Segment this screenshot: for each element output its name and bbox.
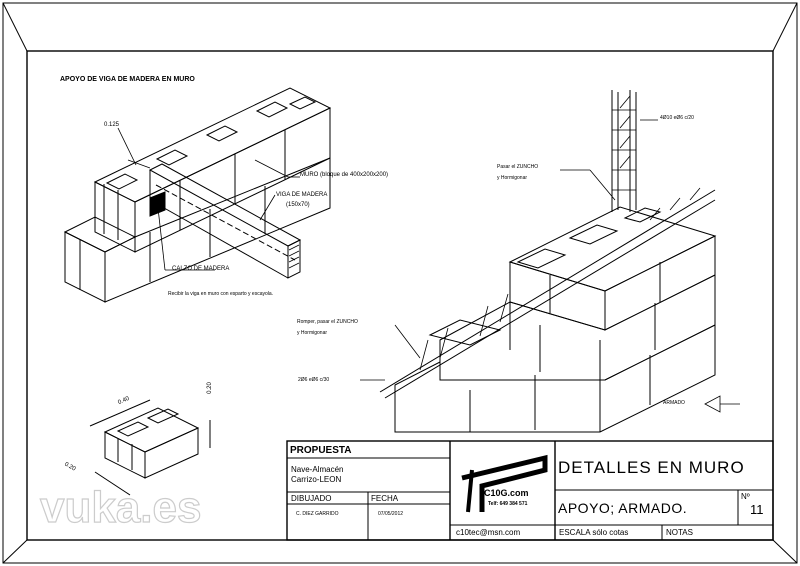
reinforcement-detail: [379, 90, 717, 433]
label-romper-1: Romper, pasar el ZUNCHO: [297, 319, 358, 325]
label-pasar-2: y Hormigonar: [497, 175, 528, 181]
label-rebar-low: 2Ø6 eØ6 c/30: [298, 377, 330, 383]
label-romper-2: y Hormigonar: [297, 330, 328, 336]
leaders-2: [360, 119, 740, 413]
email: c10tec@msn.com: [456, 528, 521, 537]
dibujado-label: DIBUJADO: [291, 494, 332, 503]
dim-block-020-v: 0.20: [206, 382, 213, 394]
label-calzo: CALZO DE MADERA: [172, 266, 230, 272]
dibujado-value: C. DIEZ GARRIDO: [296, 511, 339, 517]
escala-label: ESCALA sólo cotas: [559, 528, 629, 537]
propuesta-label: PROPUESTA: [290, 445, 352, 456]
obra-line-1: Nave-Almacén: [291, 465, 344, 474]
label-viga-1: VIGA DE MADERA: [276, 192, 328, 198]
label-rebar-top: 4Ø10 eØ6 c/20: [660, 115, 694, 121]
label-muro: MURO (bloque de 400x200x200): [300, 172, 389, 178]
logo-phone: Telf: 649 384 571: [488, 501, 528, 507]
num-label: Nº: [741, 492, 750, 501]
label-viga-2: (150x70): [286, 202, 310, 208]
label-pasar-1: Pasar el ZUNCHO: [497, 164, 539, 170]
fecha-value: 07/05/2012: [378, 511, 404, 517]
logo-name: C10G.com: [484, 488, 529, 498]
fecha-label: FECHA: [371, 494, 399, 503]
label-recibir: Recibir la viga en muro con esparto y es…: [168, 291, 274, 297]
wall-beam-detail: [63, 87, 332, 303]
label-armado: ARMADO: [663, 400, 685, 406]
main-title: DETALLES EN MURO: [558, 458, 745, 477]
drawing-title: APOYO DE VIGA DE MADERA EN MURO: [60, 76, 195, 83]
title-block: [286, 440, 774, 541]
subtitle: APOYO; ARMADO.: [558, 500, 688, 516]
obra-line-2: Carrizo-LEON: [291, 475, 342, 484]
block-detail: [89, 399, 211, 496]
notas-label: NOTAS: [666, 528, 693, 537]
leaders-1: [117, 127, 300, 271]
num-value: 11: [750, 502, 764, 517]
dim-0125: 0.125: [104, 122, 120, 128]
watermark-text: vuka.es: [40, 483, 201, 532]
